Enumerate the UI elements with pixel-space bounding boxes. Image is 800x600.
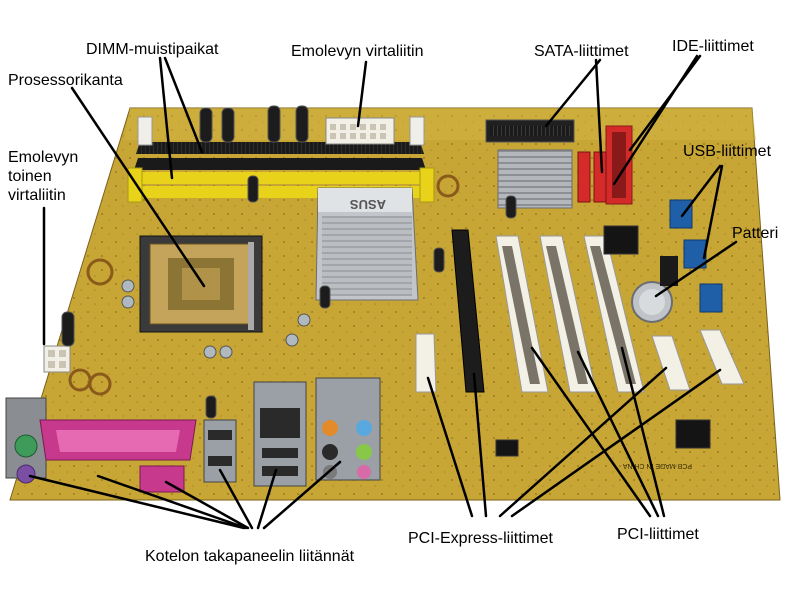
label-battery: Patteri	[732, 225, 779, 242]
leader-sata-1	[594, 58, 604, 174]
leader-rear-3	[164, 480, 250, 530]
leader-battery	[654, 240, 738, 298]
rear-panel-io	[5, 377, 381, 493]
aux-power-connector	[43, 345, 71, 373]
label-aux-power: Emolevyn toinen virtaliitin	[8, 149, 79, 204]
leader-pci-3	[620, 346, 666, 518]
label-pcie: PCI-Express-liittimet	[408, 530, 553, 547]
label-sata: SATA-liittimet	[534, 43, 629, 60]
leader-rear-5	[256, 468, 278, 530]
label-rear-panel: Kotelon takapaneelin liitännät	[145, 548, 355, 565]
silkscreen-logo: ASUS	[350, 197, 386, 212]
pcie-x1-slot-1	[415, 333, 437, 393]
silkscreen-text: PCB MADE IN CHINA	[622, 462, 692, 469]
leader-cpu	[70, 86, 206, 288]
label-main-power: Emolevyn virtaliitin	[291, 43, 424, 60]
label-ide: IDE-liittimet	[672, 38, 754, 55]
leader-rear-2	[96, 474, 248, 530]
label-cpu-socket: Prosessorikanta	[8, 72, 123, 89]
leader-lines	[28, 54, 738, 530]
label-dimm-slots: DIMM-muistipaikat	[86, 41, 219, 58]
leader-usb-2	[702, 164, 724, 260]
leader-pci-1	[530, 346, 652, 518]
leader-mainpower	[356, 60, 368, 128]
leader-rear-4	[218, 468, 254, 530]
label-usb: USB-liittimet	[683, 143, 772, 160]
usb-headers	[669, 199, 723, 313]
main-power-connector	[325, 117, 395, 145]
leader-usb-1	[680, 164, 722, 218]
leader-sata-2	[544, 58, 602, 128]
label-pci: PCI-liittimet	[617, 526, 699, 543]
leader-pci-2	[576, 350, 660, 518]
sata-connectors	[577, 151, 607, 203]
leader-dimm-1	[158, 56, 174, 180]
leader-dimm-2	[163, 56, 204, 154]
leader-pcie-4	[510, 368, 722, 518]
cpu-socket	[139, 235, 263, 333]
chipset-heatsink: ASUS	[315, 187, 419, 301]
leader-pcie-3	[498, 366, 668, 518]
leader-ide-2	[628, 54, 702, 152]
leader-pcie-2	[472, 372, 488, 518]
leader-rear-6	[262, 460, 342, 530]
pci-slots	[495, 235, 645, 393]
leader-pcie-1	[426, 376, 474, 518]
pcie-x16-slot	[451, 229, 485, 393]
pcie-x1-slot-3	[699, 329, 745, 385]
leader-rear-1	[28, 474, 246, 530]
